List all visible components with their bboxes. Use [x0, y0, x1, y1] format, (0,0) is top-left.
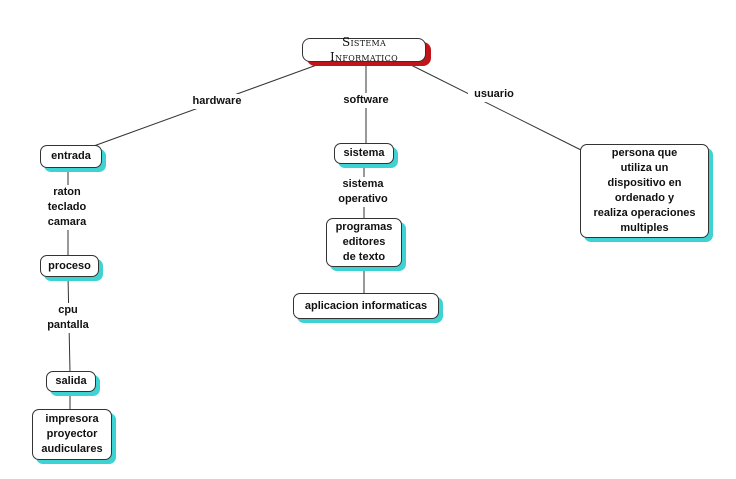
node-sistema[interactable]: sistema — [334, 143, 394, 164]
link-label-sistema-operativo: sistema operativo — [330, 177, 396, 207]
node-programas-editores[interactable]: programas editores de texto — [326, 218, 402, 267]
node-proceso[interactable]: proceso — [40, 255, 99, 277]
node-entrada[interactable]: entrada — [40, 145, 102, 168]
node-aplicacion-informaticas[interactable]: aplicacion informaticas — [293, 293, 439, 319]
link-label-hardware: hardware — [187, 94, 247, 109]
link-label-software: software — [337, 93, 395, 108]
node-salida[interactable]: salida — [46, 371, 96, 392]
root-node-sistema-informatico[interactable]: Sistema Informatico — [302, 35, 426, 64]
link-label-proceso-items: cpu pantalla — [38, 303, 98, 333]
link-root-persona — [404, 61, 586, 153]
node-persona-definicion[interactable]: persona que utiliza un dispositivo en or… — [580, 144, 709, 238]
link-label-entrada-items: raton teclado camara — [40, 185, 94, 230]
link-label-usuario: usuario — [468, 87, 520, 102]
node-impresora-proyector-audiculares[interactable]: impresora proyector audiculares — [32, 409, 112, 460]
